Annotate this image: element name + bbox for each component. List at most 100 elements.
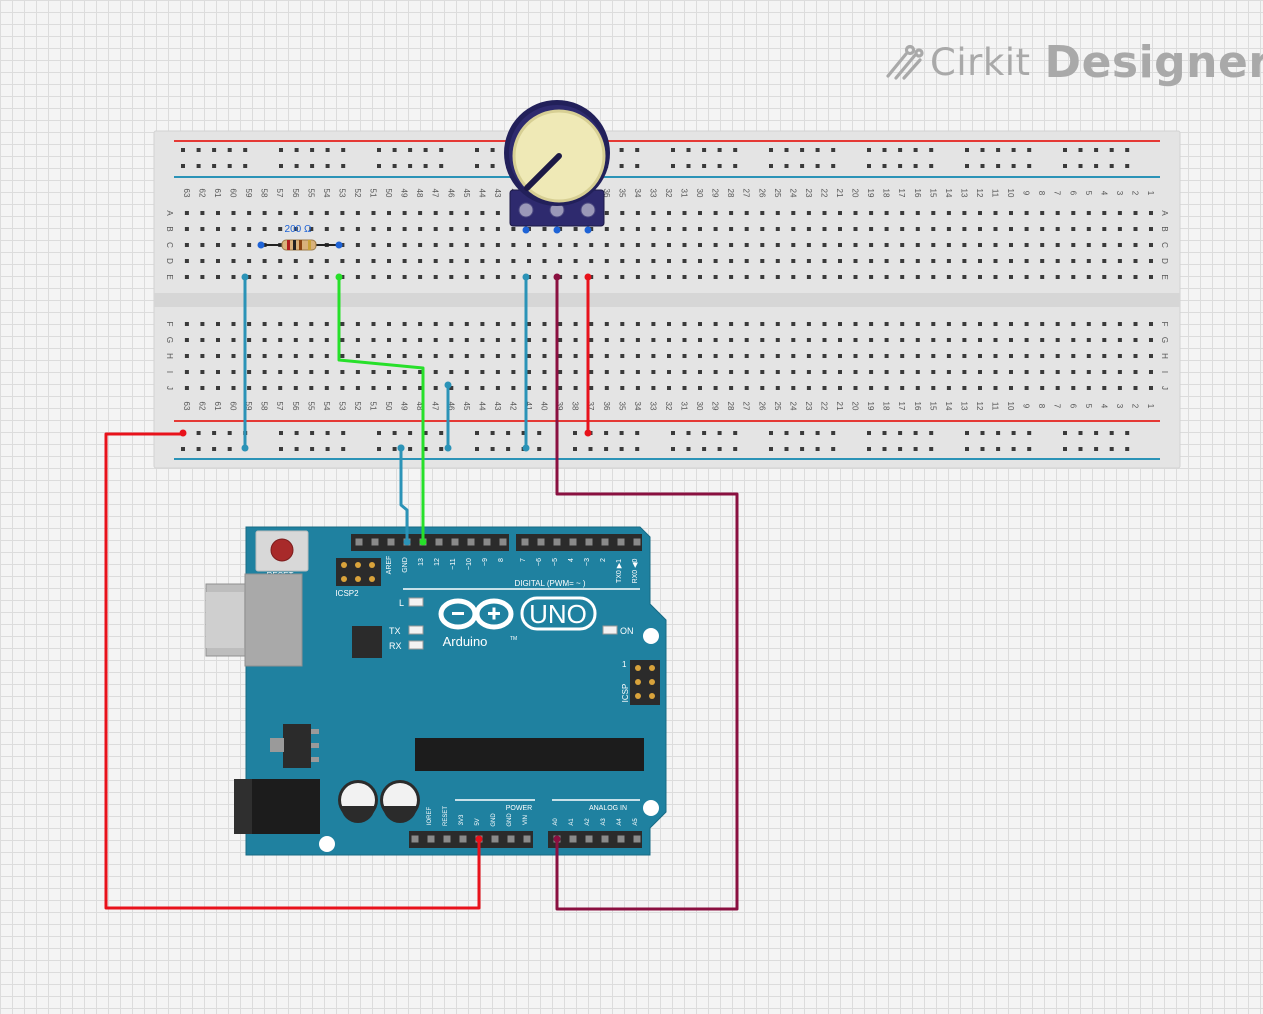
breadboard-hole[interactable] xyxy=(371,243,376,247)
breadboard-hole[interactable] xyxy=(278,322,283,326)
breadboard-hole[interactable] xyxy=(635,259,640,263)
breadboard-hole[interactable] xyxy=(775,354,780,358)
breadboard-hole[interactable] xyxy=(433,227,438,231)
breadboard-hole[interactable] xyxy=(620,354,625,358)
breadboard-hole[interactable] xyxy=(200,243,205,247)
breadboard-hole[interactable] xyxy=(1009,227,1013,231)
breadboard-hole[interactable] xyxy=(635,322,640,326)
breadboard-hole[interactable] xyxy=(682,386,687,390)
breadboard-hole[interactable] xyxy=(931,386,936,390)
rail-hole[interactable] xyxy=(325,148,330,152)
breadboard-hole[interactable] xyxy=(931,354,936,358)
breadboard-hole[interactable] xyxy=(962,275,967,279)
breadboard-hole[interactable] xyxy=(667,354,671,358)
rail-hole[interactable] xyxy=(913,148,918,152)
breadboard-hole[interactable] xyxy=(527,338,531,342)
breadboard-hole[interactable] xyxy=(371,322,376,326)
rail-hole[interactable] xyxy=(1109,148,1114,152)
rail-hole[interactable] xyxy=(439,447,444,451)
rail-hole[interactable] xyxy=(521,431,526,435)
breadboard-hole[interactable] xyxy=(604,354,609,358)
breadboard-hole[interactable] xyxy=(1024,354,1029,358)
breadboard-hole[interactable] xyxy=(698,211,702,215)
breadboard-hole[interactable] xyxy=(775,322,780,326)
rail-hole[interactable] xyxy=(439,164,444,168)
breadboard-hole[interactable] xyxy=(729,259,734,263)
breadboard-hole[interactable] xyxy=(760,386,765,390)
rail-hole[interactable] xyxy=(717,148,722,152)
breadboard-hole[interactable] xyxy=(744,227,749,231)
breadboard-hole[interactable] xyxy=(247,211,252,215)
breadboard-hole[interactable] xyxy=(324,211,329,215)
header-pin[interactable] xyxy=(617,538,625,546)
rail-hole[interactable] xyxy=(181,148,185,152)
rail-hole[interactable] xyxy=(1078,148,1083,152)
breadboard-hole[interactable] xyxy=(216,322,220,326)
arduino-uno-board[interactable]: RESET ICSP2 xyxy=(205,526,667,856)
rail-hole[interactable] xyxy=(212,148,217,152)
breadboard-hole[interactable] xyxy=(1040,338,1045,342)
wire-end-green-resistor[interactable] xyxy=(335,273,343,281)
rail-hole[interactable] xyxy=(965,148,969,152)
rail-hole[interactable] xyxy=(965,447,969,451)
breadboard-hole[interactable] xyxy=(713,275,718,279)
breadboard-hole[interactable] xyxy=(620,338,625,342)
breadboard-hole[interactable] xyxy=(231,211,236,215)
breadboard-hole[interactable] xyxy=(900,370,905,374)
rail-hole[interactable] xyxy=(1094,447,1099,451)
breadboard-hole[interactable] xyxy=(853,354,858,358)
rail-hole[interactable] xyxy=(1094,148,1099,152)
rail-hole[interactable] xyxy=(913,447,918,451)
rail-hole[interactable] xyxy=(408,148,413,152)
rail-hole[interactable] xyxy=(490,447,495,451)
rail-hole[interactable] xyxy=(377,164,381,168)
breadboard-hole[interactable] xyxy=(791,243,796,247)
rail-hole[interactable] xyxy=(1125,164,1130,168)
breadboard-hole[interactable] xyxy=(449,370,454,374)
breadboard-hole[interactable] xyxy=(387,259,391,263)
breadboard-hole[interactable] xyxy=(993,322,998,326)
header-pin[interactable] xyxy=(601,835,609,843)
rail-hole[interactable] xyxy=(619,164,624,168)
breadboard-hole[interactable] xyxy=(651,370,656,374)
rail-hole[interactable] xyxy=(294,164,299,168)
breadboard-hole[interactable] xyxy=(1040,259,1045,263)
breadboard-hole[interactable] xyxy=(231,243,236,247)
breadboard-hole[interactable] xyxy=(822,354,827,358)
breadboard-hole[interactable] xyxy=(402,338,407,342)
breadboard-hole[interactable] xyxy=(604,275,609,279)
breadboard-hole[interactable] xyxy=(340,354,345,358)
breadboard-hole[interactable] xyxy=(1071,243,1076,247)
breadboard-hole[interactable] xyxy=(558,354,563,358)
breadboard-hole[interactable] xyxy=(309,227,314,231)
rail-hole[interactable] xyxy=(831,431,836,435)
breadboard-hole[interactable] xyxy=(216,243,220,247)
rail-hole[interactable] xyxy=(929,431,934,435)
breadboard-hole[interactable] xyxy=(511,243,516,247)
header-pin[interactable] xyxy=(537,538,545,546)
rail-hole[interactable] xyxy=(686,447,691,451)
breadboard-hole[interactable] xyxy=(340,370,345,374)
wire-end-blue-1[interactable] xyxy=(241,273,249,281)
rail-hole[interactable] xyxy=(1011,447,1016,451)
wire-end-red-5v[interactable] xyxy=(475,835,483,843)
rail-hole[interactable] xyxy=(1063,148,1067,152)
breadboard-hole[interactable] xyxy=(262,275,267,279)
breadboard-hole[interactable] xyxy=(900,354,905,358)
breadboard-hole[interactable] xyxy=(931,322,936,326)
breadboard-hole[interactable] xyxy=(216,338,220,342)
breadboard-hole[interactable] xyxy=(262,370,267,374)
rail-hole[interactable] xyxy=(341,148,346,152)
power-header[interactable] xyxy=(409,831,533,848)
breadboard-hole[interactable] xyxy=(604,243,609,247)
breadboard-hole[interactable] xyxy=(744,370,749,374)
breadboard-hole[interactable] xyxy=(558,243,563,247)
breadboard-hole[interactable] xyxy=(713,338,718,342)
rail-hole[interactable] xyxy=(227,148,232,152)
breadboard-hole[interactable] xyxy=(651,243,656,247)
breadboard-hole[interactable] xyxy=(993,354,998,358)
breadboard-hole[interactable] xyxy=(806,386,811,390)
rail-hole[interactable] xyxy=(671,164,675,168)
breadboard-hole[interactable] xyxy=(604,211,609,215)
rail-hole[interactable] xyxy=(1027,447,1032,451)
